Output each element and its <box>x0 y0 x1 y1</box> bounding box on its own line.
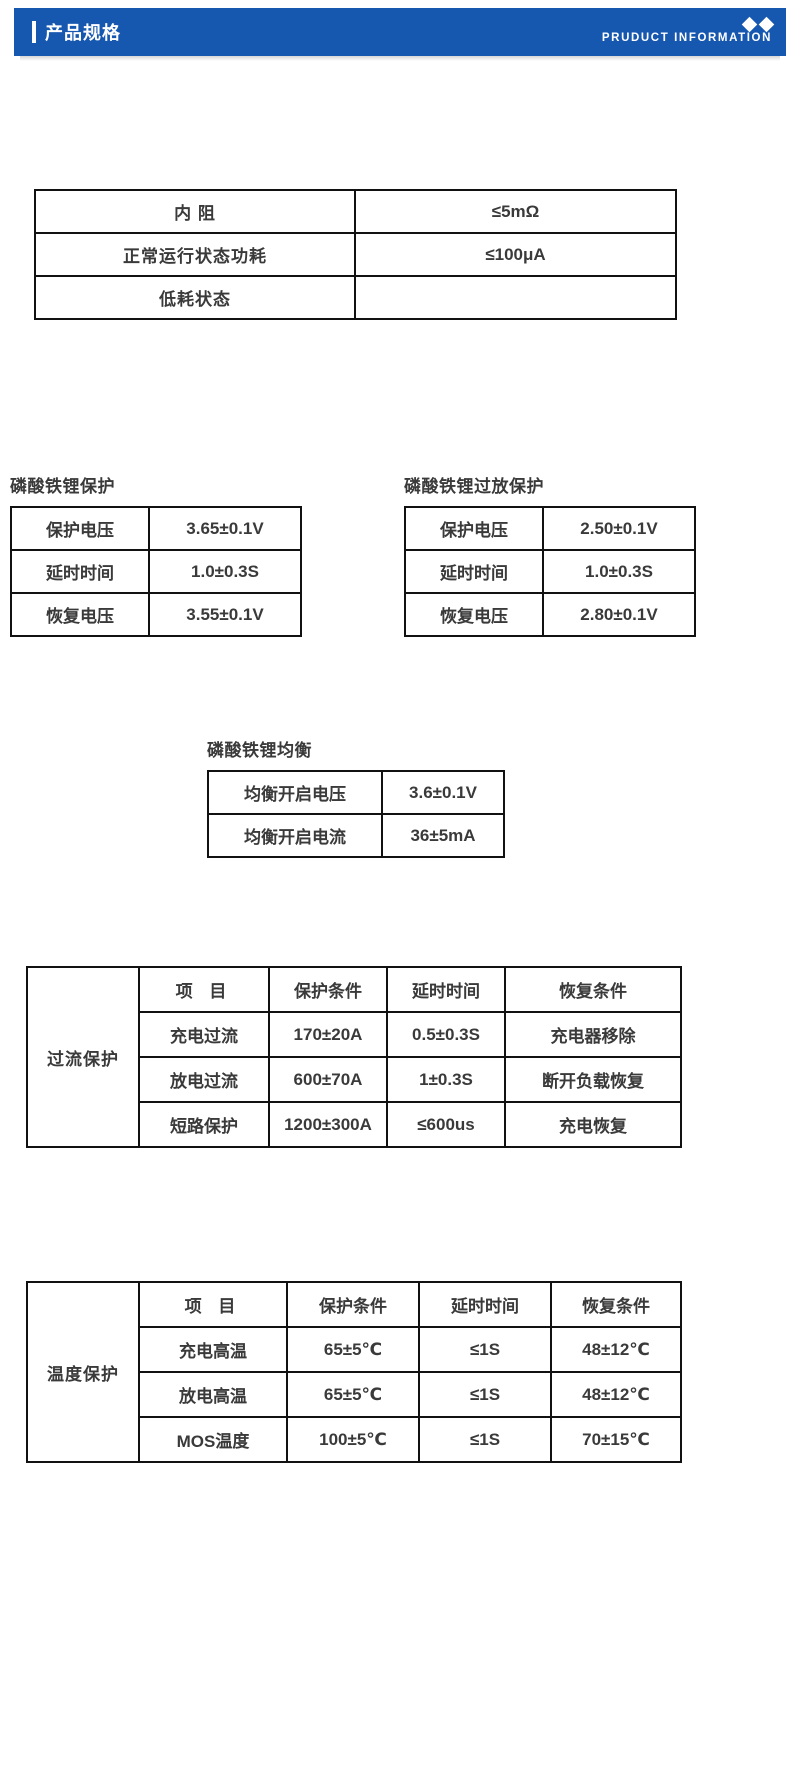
cell-condition: 65±5℃ <box>286 1371 420 1418</box>
header-subtitle: PRUDUCT INFORMATION <box>601 31 772 44</box>
basic-spec-value: ≤100μA <box>354 232 677 277</box>
cell-item: 放电过流 <box>138 1056 270 1103</box>
cell-recovery: 充电器移除 <box>504 1011 682 1058</box>
cell-delay: ≤1S <box>418 1371 552 1418</box>
table-header-row: 过流保护 项 目 保护条件 延时时间 恢复条件 <box>26 966 682 1148</box>
column-header-delay: 延时时间 <box>418 1281 552 1328</box>
cell-recovery: 70±15℃ <box>550 1416 682 1463</box>
basic-spec-value: ≤5mΩ <box>354 189 677 234</box>
row-label: 均衡开启电压 <box>207 770 383 815</box>
row-value: 3.55±0.1V <box>148 592 302 637</box>
header-left-group: 产品规格 <box>32 19 121 45</box>
row-label: 恢复电压 <box>404 592 544 637</box>
table-row: 放电过流 600±70A 1±0.3S 断开负载恢复 <box>27 1056 682 1103</box>
basic-spec-value <box>354 275 677 320</box>
column-header-item: 项 目 <box>138 966 270 1013</box>
column-header-condition: 保护条件 <box>286 1281 420 1328</box>
table-row: 放电高温 65±5℃ ≤1S 48±12℃ <box>27 1371 682 1418</box>
lifepo4-balance-caption: 磷酸铁锂均衡 <box>207 741 312 760</box>
row-value: 3.65±0.1V <box>148 506 302 551</box>
cell-condition: 1200±300A <box>268 1101 388 1148</box>
cell-recovery: 48±12℃ <box>550 1371 682 1418</box>
cell-delay: 1±0.3S <box>386 1056 506 1103</box>
cell-recovery: 48±12℃ <box>550 1326 682 1373</box>
table-row: 均衡开启电流 36±5mA <box>207 813 505 858</box>
cell-item: 放电高温 <box>138 1371 288 1418</box>
row-value: 2.80±0.1V <box>542 592 696 637</box>
column-header-delay: 延时时间 <box>386 966 506 1013</box>
row-value: 2.50±0.1V <box>542 506 696 551</box>
lifepo4-over-discharge-caption: 磷酸铁锂过放保护 <box>404 477 544 496</box>
table-row: 恢复电压 2.80±0.1V <box>404 592 696 637</box>
row-label: 均衡开启电流 <box>207 813 383 858</box>
header-shadow <box>20 56 780 61</box>
table-row: 充电过流 170±20A 0.5±0.3S 充电器移除 <box>27 1011 682 1058</box>
lifepo4-balance-block: 磷酸铁锂均衡 均衡开启电压 3.6±0.1V 均衡开启电流 36±5mA <box>207 736 505 858</box>
row-label: 保护电压 <box>404 506 544 551</box>
table-row: 充电高温 65±5℃ ≤1S 48±12℃ <box>27 1326 682 1373</box>
row-label: 延时时间 <box>404 549 544 594</box>
row-value: 3.6±0.1V <box>381 770 505 815</box>
basic-spec-label: 低耗状态 <box>34 275 356 320</box>
table-row: 恢复电压 3.55±0.1V <box>10 592 302 637</box>
table-row: 正常运行状态功耗 ≤100μA <box>34 232 677 277</box>
diamond-icon <box>741 16 758 32</box>
cell-recovery: 充电恢复 <box>504 1101 682 1148</box>
cell-delay: ≤1S <box>418 1326 552 1373</box>
cell-item: 短路保护 <box>138 1101 270 1148</box>
table-row: 内 阻 ≤5mΩ <box>34 189 677 234</box>
table-row: MOS温度 100±5℃ ≤1S 70±15℃ <box>27 1416 682 1463</box>
cell-condition: 600±70A <box>268 1056 388 1103</box>
overcurrent-side-label: 过流保护 <box>26 966 140 1148</box>
temperature-side-label: 温度保护 <box>26 1281 140 1463</box>
temperature-protection-table: 温度保护 项 目 保护条件 延时时间 恢复条件 充电高温 65±5℃ ≤1S 4… <box>26 1281 682 1463</box>
diamond-decoration <box>741 16 775 32</box>
lifepo4-protection-block: 磷酸铁锂保护 保护电压 3.65±0.1V 延时时间 1.0±0.3S 恢复电压… <box>10 472 302 637</box>
cell-delay: 0.5±0.3S <box>386 1011 506 1058</box>
page-title: 产品规格 <box>45 23 121 43</box>
header-right-group: PRUDUCT INFORMATION <box>601 16 775 46</box>
cell-delay: ≤1S <box>418 1416 552 1463</box>
row-label: 恢复电压 <box>10 592 150 637</box>
column-header-condition: 保护条件 <box>268 966 388 1013</box>
page-header: 产品规格 PRUDUCT INFORMATION <box>14 8 786 56</box>
row-value: 1.0±0.3S <box>542 549 696 594</box>
basic-spec-label: 正常运行状态功耗 <box>34 232 356 277</box>
row-value: 1.0±0.3S <box>148 549 302 594</box>
table-header-row: 温度保护 项 目 保护条件 延时时间 恢复条件 <box>26 1281 682 1463</box>
cell-condition: 65±5℃ <box>286 1326 420 1373</box>
basic-spec-label: 内 阻 <box>34 189 356 234</box>
lifepo4-protection-table: 保护电压 3.65±0.1V 延时时间 1.0±0.3S 恢复电压 3.55±0… <box>10 506 302 637</box>
row-value: 36±5mA <box>381 813 505 858</box>
column-header-recovery: 恢复条件 <box>550 1281 682 1328</box>
overcurrent-protection-table: 过流保护 项 目 保护条件 延时时间 恢复条件 充电过流 170±20A 0.5… <box>26 966 682 1148</box>
diamond-icon <box>758 16 775 32</box>
table-row: 延时时间 1.0±0.3S <box>404 549 696 594</box>
cell-condition: 100±5℃ <box>286 1416 420 1463</box>
table-row: 均衡开启电压 3.6±0.1V <box>207 770 505 815</box>
lifepo4-balance-table: 均衡开启电压 3.6±0.1V 均衡开启电流 36±5mA <box>207 770 505 858</box>
cell-condition: 170±20A <box>268 1011 388 1058</box>
lifepo4-over-discharge-table: 保护电压 2.50±0.1V 延时时间 1.0±0.3S 恢复电压 2.80±0… <box>404 506 696 637</box>
table-row: 低耗状态 <box>34 275 677 320</box>
table-row: 保护电压 3.65±0.1V <box>10 506 302 551</box>
lifepo4-protection-caption: 磷酸铁锂保护 <box>10 477 115 496</box>
lifepo4-over-discharge-block: 磷酸铁锂过放保护 保护电压 2.50±0.1V 延时时间 1.0±0.3S 恢复… <box>404 472 696 637</box>
basic-spec-table: 内 阻 ≤5mΩ 正常运行状态功耗 ≤100μA 低耗状态 <box>34 189 677 320</box>
cell-item: MOS温度 <box>138 1416 288 1463</box>
cell-item: 充电高温 <box>138 1326 288 1373</box>
column-header-recovery: 恢复条件 <box>504 966 682 1013</box>
header-accent-bar <box>32 21 36 43</box>
row-label: 保护电压 <box>10 506 150 551</box>
table-row: 延时时间 1.0±0.3S <box>10 549 302 594</box>
table-row: 保护电压 2.50±0.1V <box>404 506 696 551</box>
row-label: 延时时间 <box>10 549 150 594</box>
cell-delay: ≤600us <box>386 1101 506 1148</box>
cell-item: 充电过流 <box>138 1011 270 1058</box>
column-header-item: 项 目 <box>138 1281 288 1328</box>
cell-recovery: 断开负载恢复 <box>504 1056 682 1103</box>
table-row: 短路保护 1200±300A ≤600us 充电恢复 <box>27 1101 682 1148</box>
